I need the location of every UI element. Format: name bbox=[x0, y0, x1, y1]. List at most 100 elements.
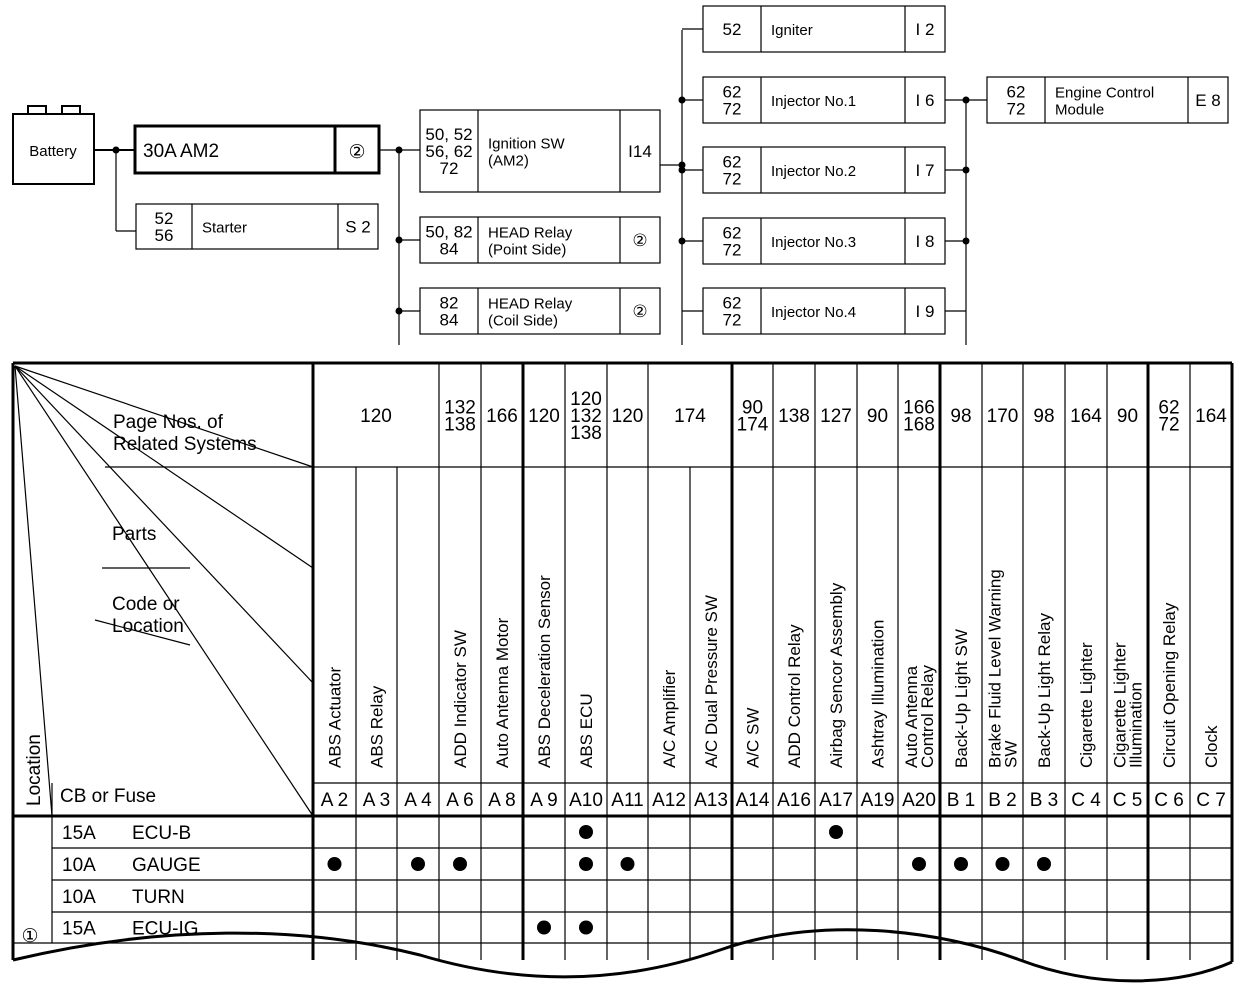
injector-3-code: I 8 bbox=[916, 232, 935, 251]
location-mark: ① bbox=[21, 926, 38, 947]
injector-3-pages: 72 bbox=[723, 241, 742, 260]
igniter-name: Igniter bbox=[771, 22, 813, 39]
connection-dot bbox=[995, 857, 1010, 871]
page-number: 120 bbox=[360, 406, 392, 427]
part-name: Circuit Opening Relay bbox=[1160, 602, 1179, 768]
head-relay-coil-name: HEAD Relay bbox=[488, 296, 573, 313]
page-number: 138 bbox=[570, 423, 602, 444]
part-code: C 5 bbox=[1113, 790, 1143, 811]
part-name: Back-Up Light Relay bbox=[1035, 613, 1054, 768]
head-relay-point-code: ② bbox=[632, 231, 647, 250]
page-number: 166 bbox=[486, 406, 518, 427]
part-code: A 2 bbox=[321, 790, 348, 811]
head-relay-point-pages: 50, 82 bbox=[425, 223, 472, 242]
part-name: Cigarette Lighter bbox=[1111, 642, 1130, 768]
head-relay-coil-pages: 82 bbox=[440, 294, 459, 313]
starter-name: Starter bbox=[202, 220, 247, 237]
ignition-sw-code: I14 bbox=[628, 142, 652, 161]
page-number: 90 bbox=[867, 406, 888, 427]
part-name: ABS Deceleration Sensor bbox=[535, 575, 554, 768]
starter-code: S 2 bbox=[345, 218, 371, 237]
part-code: C 6 bbox=[1154, 790, 1184, 811]
connection-dot bbox=[1037, 857, 1051, 871]
igniter-box bbox=[702, 5, 946, 53]
header-diagonal bbox=[14, 365, 314, 468]
ignition-sw-pages: 56, 62 bbox=[425, 142, 472, 161]
injector-4-code: I 9 bbox=[916, 302, 935, 321]
page-number: 120 bbox=[528, 406, 560, 427]
location-label: Location bbox=[24, 734, 45, 806]
part-name: ABS Relay bbox=[368, 685, 387, 768]
part-name: ABS Actuator bbox=[326, 667, 345, 768]
injector-4-pages: 72 bbox=[723, 311, 742, 330]
injector-2-code: I 7 bbox=[916, 161, 935, 180]
starter-pages: 56 bbox=[155, 226, 174, 245]
page-number: 138 bbox=[444, 415, 476, 436]
code-label: Code or bbox=[112, 594, 180, 615]
page-number: 174 bbox=[737, 415, 769, 436]
part-code: C 4 bbox=[1071, 790, 1101, 811]
head-relay-point-name: HEAD Relay bbox=[488, 225, 573, 242]
fuse-amp: 15A bbox=[62, 823, 96, 844]
fuse-amp: 15A bbox=[62, 919, 96, 940]
cb-fuse-label: CB or Fuse bbox=[60, 786, 156, 807]
part-name: Control Relay bbox=[918, 665, 937, 768]
part-code: A17 bbox=[819, 790, 853, 811]
page-number: 164 bbox=[1070, 406, 1102, 427]
part-code: A19 bbox=[861, 790, 895, 811]
junction-dot bbox=[678, 96, 686, 104]
ignition-sw-box bbox=[419, 109, 661, 193]
ignition-sw-pages: 50, 52 bbox=[425, 125, 472, 144]
part-code: A 6 bbox=[446, 790, 473, 811]
fuse-amp: 10A bbox=[62, 855, 96, 876]
page-number: 138 bbox=[778, 406, 810, 427]
part-name: Auto Antenna Motor bbox=[493, 617, 512, 768]
junction-dot bbox=[678, 237, 686, 245]
connection-dot bbox=[453, 857, 467, 871]
part-name: A/C Dual Pressure SW bbox=[702, 595, 721, 768]
head-relay-coil-pages: 84 bbox=[440, 311, 459, 330]
page-number: 98 bbox=[1033, 406, 1054, 427]
part-name: Back-Up Light SW bbox=[952, 629, 971, 768]
fuse-amp: 10A bbox=[62, 887, 96, 908]
injector-2-name: Injector No.2 bbox=[771, 163, 856, 180]
part-name: ADD Indicator SW bbox=[451, 630, 470, 768]
injector-3-pages: 62 bbox=[723, 224, 742, 243]
page-number: 174 bbox=[674, 406, 706, 427]
page-number: 120 bbox=[612, 406, 644, 427]
part-code: B 2 bbox=[988, 790, 1017, 811]
part-code: A13 bbox=[694, 790, 728, 811]
part-code: A11 bbox=[611, 790, 643, 811]
connection-dot bbox=[579, 920, 593, 935]
part-name: Clock bbox=[1202, 725, 1221, 768]
igniter-pages: 52 bbox=[723, 20, 742, 39]
connection-dot bbox=[579, 825, 593, 839]
part-code: A 9 bbox=[530, 790, 557, 811]
engine-control-module-pages: 72 bbox=[1007, 100, 1026, 119]
part-name: Illumination bbox=[1127, 682, 1146, 768]
engine-control-module-box bbox=[986, 76, 1229, 124]
junction-dot bbox=[678, 166, 686, 174]
page-number: 132 bbox=[444, 398, 476, 419]
part-code: A16 bbox=[777, 790, 811, 811]
injector-2-pages: 72 bbox=[723, 170, 742, 189]
page-nos-label: Related Systems bbox=[113, 434, 257, 455]
fuse-code: ② bbox=[348, 142, 365, 163]
fuse-name: TURN bbox=[132, 887, 185, 908]
page-number: 72 bbox=[1158, 415, 1179, 436]
header-diagonal bbox=[14, 365, 314, 817]
part-code: B 1 bbox=[947, 790, 976, 811]
injector-1-code: I 6 bbox=[916, 91, 935, 110]
part-name: Auto Antenna bbox=[902, 665, 921, 768]
part-code: A12 bbox=[652, 790, 686, 811]
part-code: C 7 bbox=[1196, 790, 1226, 811]
connection-dot bbox=[579, 857, 593, 871]
connection-dot bbox=[829, 825, 843, 839]
code-label: Location bbox=[112, 616, 184, 637]
connection-dot bbox=[327, 857, 342, 871]
page-number: 90 bbox=[742, 398, 763, 419]
part-code: B 3 bbox=[1030, 790, 1059, 811]
engine-control-module-name: Engine Control bbox=[1055, 85, 1154, 102]
part-name: ADD Control Relay bbox=[785, 624, 804, 768]
